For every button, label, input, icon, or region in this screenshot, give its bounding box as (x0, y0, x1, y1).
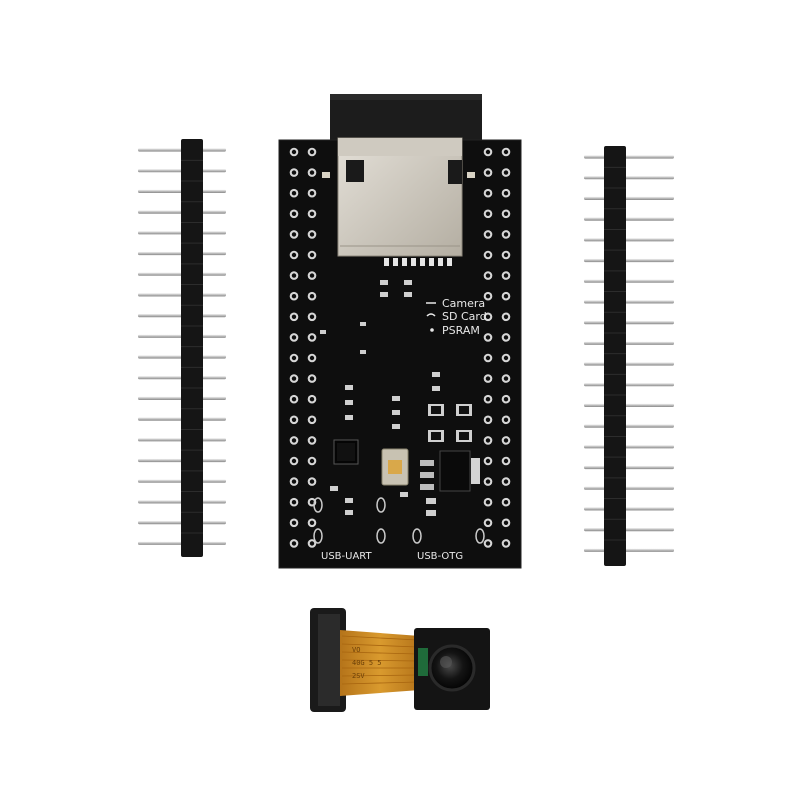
usb-uart-label: USB-UART (321, 551, 373, 562)
dev-board: Camera SD Card PSRAM (278, 94, 522, 569)
header-pin (584, 445, 674, 449)
legend-sd-card: SD Card (426, 310, 487, 323)
smd-part (345, 498, 353, 503)
smd-part (432, 386, 440, 391)
header-pin (584, 424, 674, 428)
header-pin (584, 238, 674, 242)
header-pin (584, 486, 674, 490)
header-pin (584, 341, 674, 345)
smd-part (432, 372, 440, 377)
legend-camera-text: Camera (442, 297, 485, 310)
smd-part (345, 510, 353, 515)
qfn-chip (333, 439, 359, 465)
header-pin (584, 300, 674, 304)
smd-part (392, 410, 400, 415)
smd-part (360, 322, 366, 326)
header-pin (584, 528, 674, 532)
header-pin (584, 507, 674, 511)
smd-part (345, 415, 353, 420)
smd-part (392, 424, 400, 429)
legend-psram-text: PSRAM (442, 324, 480, 337)
smd-components (320, 280, 472, 516)
smd-part (345, 385, 353, 390)
header-pin (584, 362, 674, 366)
header-pin (584, 548, 674, 552)
legend-camera: Camera (426, 297, 485, 310)
smd-part (426, 498, 436, 504)
right-pin-header-strip (584, 146, 674, 566)
camera-lens (428, 644, 476, 692)
smd-part (400, 492, 408, 497)
smd-part (392, 396, 400, 401)
right-header-plastic-body (604, 146, 626, 566)
smd-part (330, 486, 338, 491)
sd-card-slot (337, 137, 463, 266)
header-pin (584, 258, 674, 263)
header-pin (584, 176, 674, 180)
crystal-oscillator (381, 448, 409, 486)
smd-part (380, 292, 388, 297)
header-pin (584, 155, 674, 159)
pcb-edge-holes (289, 147, 511, 548)
module-shield-top (330, 94, 482, 144)
led (322, 172, 330, 178)
header-pin (584, 465, 674, 470)
smd-part (426, 510, 436, 516)
silkscreen-legend: Camera SD Card PSRAM (426, 297, 487, 337)
smd-part (320, 330, 326, 334)
legend-psram: PSRAM (430, 324, 480, 337)
usb-otg-label: USB-OTG (417, 551, 463, 562)
header-pin (584, 403, 674, 407)
header-pin (584, 383, 674, 387)
smd-part (360, 350, 366, 354)
usb-pads (313, 497, 485, 544)
left-pin-header-strip (138, 139, 226, 557)
led (467, 172, 475, 178)
header-pin (584, 279, 674, 283)
header-pin (584, 321, 674, 325)
voltage-regulator (420, 450, 480, 492)
smd-part (404, 292, 412, 297)
smd-part (404, 280, 412, 285)
flex-text-1: VO (352, 646, 360, 654)
header-pin (584, 217, 674, 221)
smd-part (345, 400, 353, 405)
camera-flex-cable: VO 40G 5 5 2SV (340, 630, 420, 696)
smd-part (380, 280, 388, 285)
legend-sd-card-text: SD Card (442, 310, 487, 323)
header-pin (584, 196, 674, 200)
camera-module: VO 40G 5 5 2SV (310, 608, 490, 712)
flex-text-3: 2SV (352, 672, 365, 680)
flex-text-2: 40G 5 5 (352, 659, 382, 667)
